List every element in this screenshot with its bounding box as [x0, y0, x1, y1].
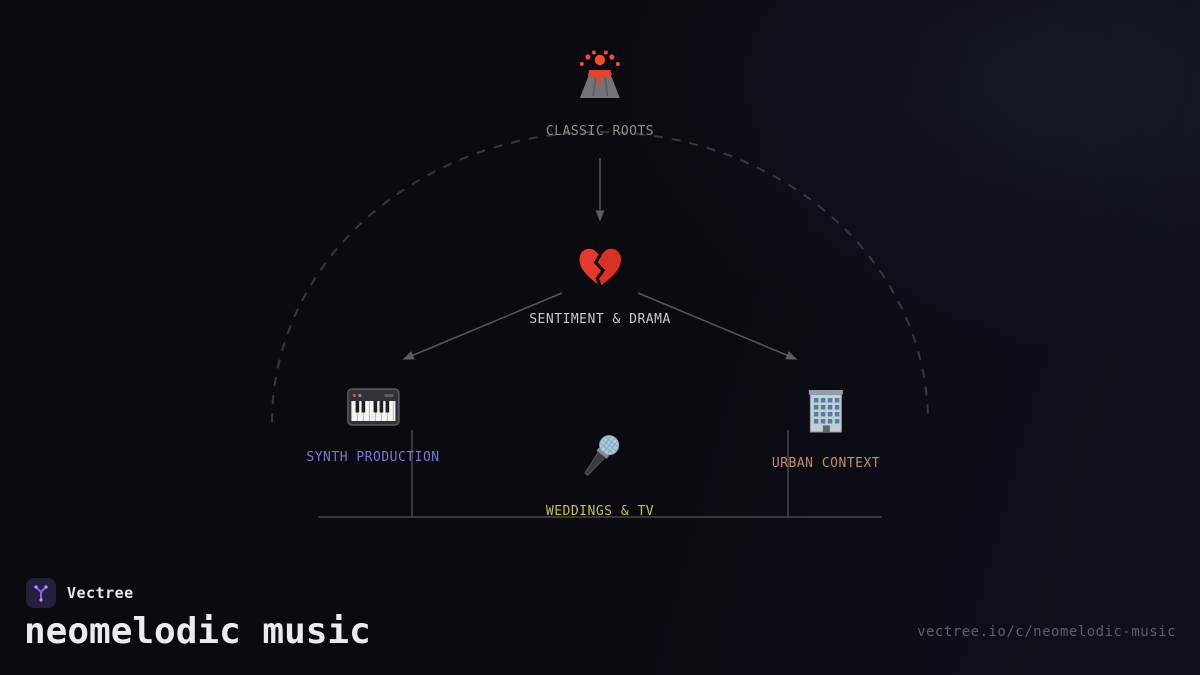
- node-label-urban-context: URBAN CONTEXT: [771, 456, 881, 471]
- node-label-weddings-tv: WEDDINGS & TV: [545, 504, 655, 519]
- building-icon: [801, 386, 851, 440]
- node-weddings-tv: WEDDINGS & TV: [546, 430, 654, 519]
- microphone-icon: [573, 430, 627, 488]
- brand-row: Vectree: [26, 578, 134, 608]
- node-synth-production: SYNTH PRODUCTION: [306, 384, 439, 465]
- vectree-logo-icon: [26, 578, 56, 608]
- page-title: neomelodic music: [24, 611, 371, 652]
- node-label-classic-roots: CLASSIC ROOTS: [545, 124, 655, 139]
- brand-name: Vectree: [67, 584, 134, 602]
- node-label-sentiment-drama: SENTIMENT & DRAMA: [529, 312, 671, 327]
- node-sentiment-drama: SENTIMENT & DRAMA: [529, 240, 671, 327]
- node-label-synth-production: SYNTH PRODUCTION: [306, 450, 440, 465]
- piano-icon: [346, 384, 400, 434]
- page-url: vectree.io/c/neomelodic-music: [917, 624, 1176, 640]
- node-urban-context: URBAN CONTEXT: [772, 386, 880, 471]
- volcano-icon: [572, 48, 628, 108]
- node-classic-roots: CLASSIC ROOTS: [546, 48, 654, 139]
- broken-heart-icon: [574, 240, 626, 296]
